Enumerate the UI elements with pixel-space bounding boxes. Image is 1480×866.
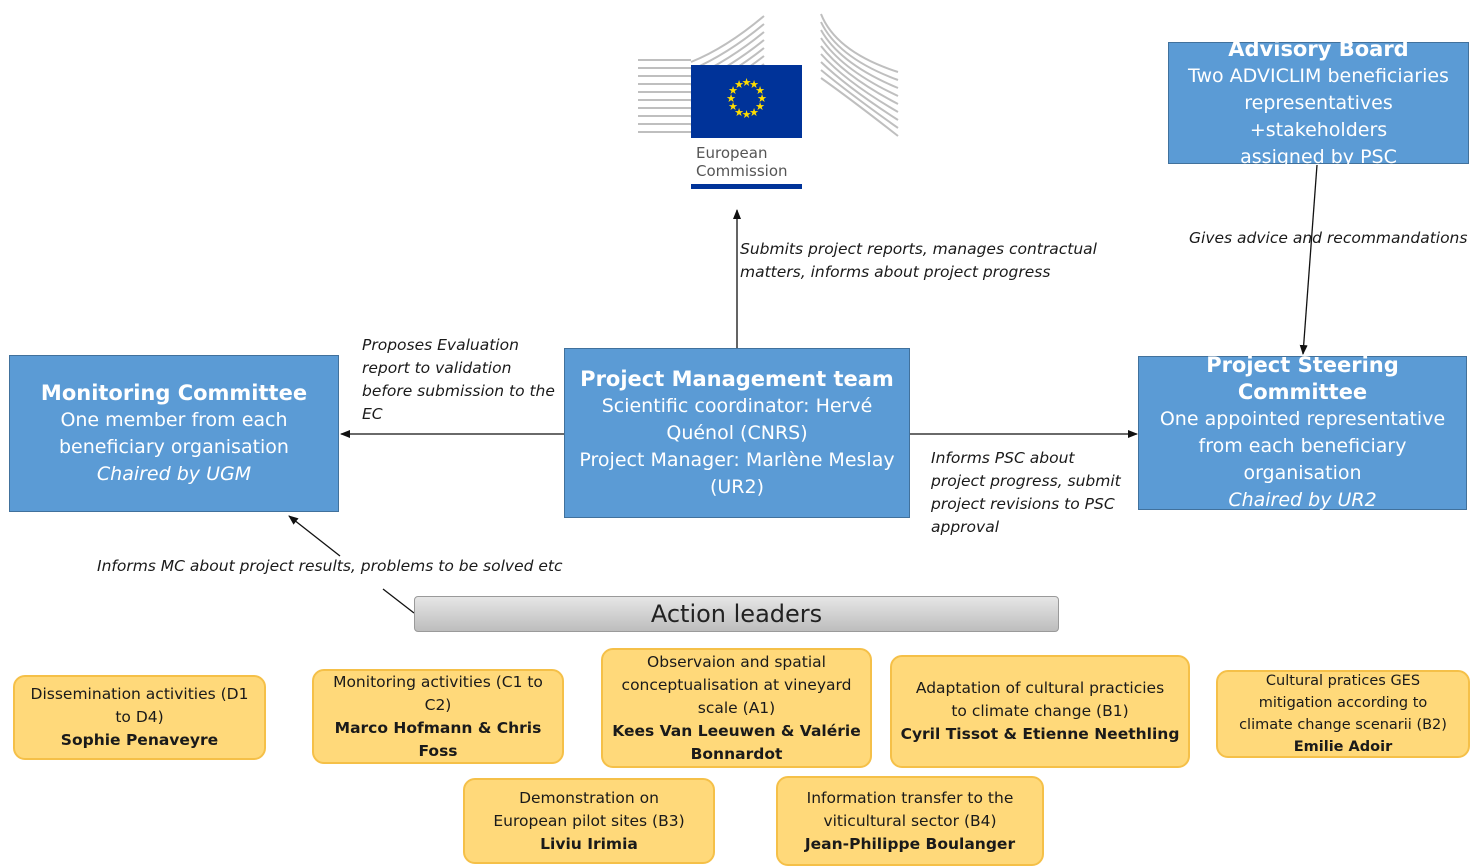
note-informs-mc: Informs MC about project results, proble… — [97, 557, 563, 575]
advisory-board-line1: Two ADVICLIM beneficiaries — [1188, 64, 1449, 87]
action-monitoring: Monitoring activities (C1 to C2) Marco H… — [312, 669, 564, 764]
project-management-title: Project Management team — [580, 366, 894, 391]
action-dissemination: Dissemination activities (D1 to D4) Soph… — [13, 675, 266, 760]
svg-text:★: ★ — [728, 84, 738, 97]
action-leaders-bar: Action leaders — [414, 596, 1059, 632]
note-gives-advice: Gives advice and recommandations — [1189, 229, 1468, 247]
action-observation: Observaion and spatial conceptualisation… — [601, 648, 872, 768]
arrow-ab-to-psc — [1299, 164, 1318, 355]
monitoring-committee-line1: One member from each — [60, 408, 288, 431]
monitoring-committee-box: Monitoring Committee One member from eac… — [9, 355, 339, 512]
action-information-transfer: Information transfer to the viticultural… — [776, 776, 1044, 866]
steering-committee-line3: organisation — [1243, 462, 1362, 484]
steering-committee-line1: One appointed representative — [1159, 408, 1446, 430]
arrow-leaders-to-mc-upper — [288, 515, 341, 557]
svg-text:★: ★ — [734, 106, 744, 119]
eu-flag — [691, 65, 802, 138]
svg-text:★: ★ — [728, 100, 738, 113]
action-adaptation: Adaptation of cultural practicies to cli… — [890, 655, 1190, 768]
project-management-line3: Project Manager: Marlène Meslay — [579, 448, 895, 471]
monitoring-committee-title: Monitoring Committee — [40, 380, 308, 405]
note-submits-reports: Submits project reports, manages contrac… — [740, 240, 1097, 281]
svg-text:★: ★ — [742, 108, 752, 121]
note-proposes-evaluation: Proposes Evaluation report to validation… — [362, 336, 555, 423]
svg-text:★: ★ — [749, 106, 759, 119]
action-mitigation: Cultural pratices GES mitigation accordi… — [1216, 670, 1470, 758]
steering-committee-line2: from each beneficiary — [1198, 435, 1407, 457]
ec-label-line2: Commission — [696, 162, 788, 180]
action-demonstration-leader: Liviu Irimia — [540, 834, 638, 853]
project-management-line4: (UR2) — [709, 475, 765, 498]
svg-text:★: ★ — [755, 100, 765, 113]
action-dissemination-leader: Sophie Penaveyre — [60, 731, 219, 749]
ec-label-line1: European — [696, 144, 767, 162]
project-management-line1: Scientific coordinator: Hervé — [601, 394, 873, 417]
action-observation-leader-2: Bonnardot — [690, 744, 783, 763]
connector-leaders-lower — [382, 588, 415, 614]
action-monitoring-leader-2: Foss — [418, 741, 458, 760]
advisory-board-box: Advisory Board Two ADVICLIM beneficiarie… — [1168, 37, 1469, 168]
steering-committee-box: Project Steering Committee One appointed… — [1138, 353, 1467, 511]
advisory-board-line2: representatives +stakeholders — [1244, 91, 1393, 141]
action-mitigation-leader: Emilie Adoir — [1293, 739, 1393, 755]
svg-text:★: ★ — [749, 78, 759, 91]
monitoring-committee-line2: beneficiary organisation — [59, 435, 289, 458]
note-informs-psc: Informs PSC about project progress, subm… — [931, 449, 1121, 536]
action-adaptation-leader: Cyril Tissot & Etienne Neethling — [900, 725, 1180, 743]
advisory-board-line3: assigned by PSC — [1240, 145, 1397, 168]
eu-stars-icon: ★★★ ★★★ ★★★ ★★★ — [726, 76, 767, 121]
monitoring-committee-chair: Chaired by UGM — [96, 462, 252, 485]
svg-text:★: ★ — [734, 78, 744, 91]
svg-text:★: ★ — [755, 84, 765, 97]
steering-committee-title: Project Steering Committee — [1206, 353, 1399, 404]
svg-text:★: ★ — [742, 76, 752, 89]
action-observation-leader-1: Kees Van Leeuwen & Valérie — [612, 721, 861, 740]
action-information-transfer-leader: Jean-Philippe Boulanger — [804, 834, 1016, 853]
project-management-line2: Quénol (CNRS) — [666, 421, 808, 444]
european-commission-logo: ★★★ ★★★ ★★★ ★★★ European Commission — [638, 13, 899, 189]
action-monitoring-leader-1: Marco Hofmann & Chris — [334, 718, 542, 737]
action-demonstration: Demonstration on European pilot sites (B… — [463, 778, 715, 864]
svg-text:★: ★ — [726, 92, 736, 105]
project-management-box: Project Management team Scientific coord… — [564, 348, 910, 518]
svg-text:★: ★ — [757, 92, 767, 105]
advisory-board-title: Advisory Board — [1228, 36, 1409, 61]
steering-committee-chair: Chaired by UR2 — [1228, 489, 1377, 511]
